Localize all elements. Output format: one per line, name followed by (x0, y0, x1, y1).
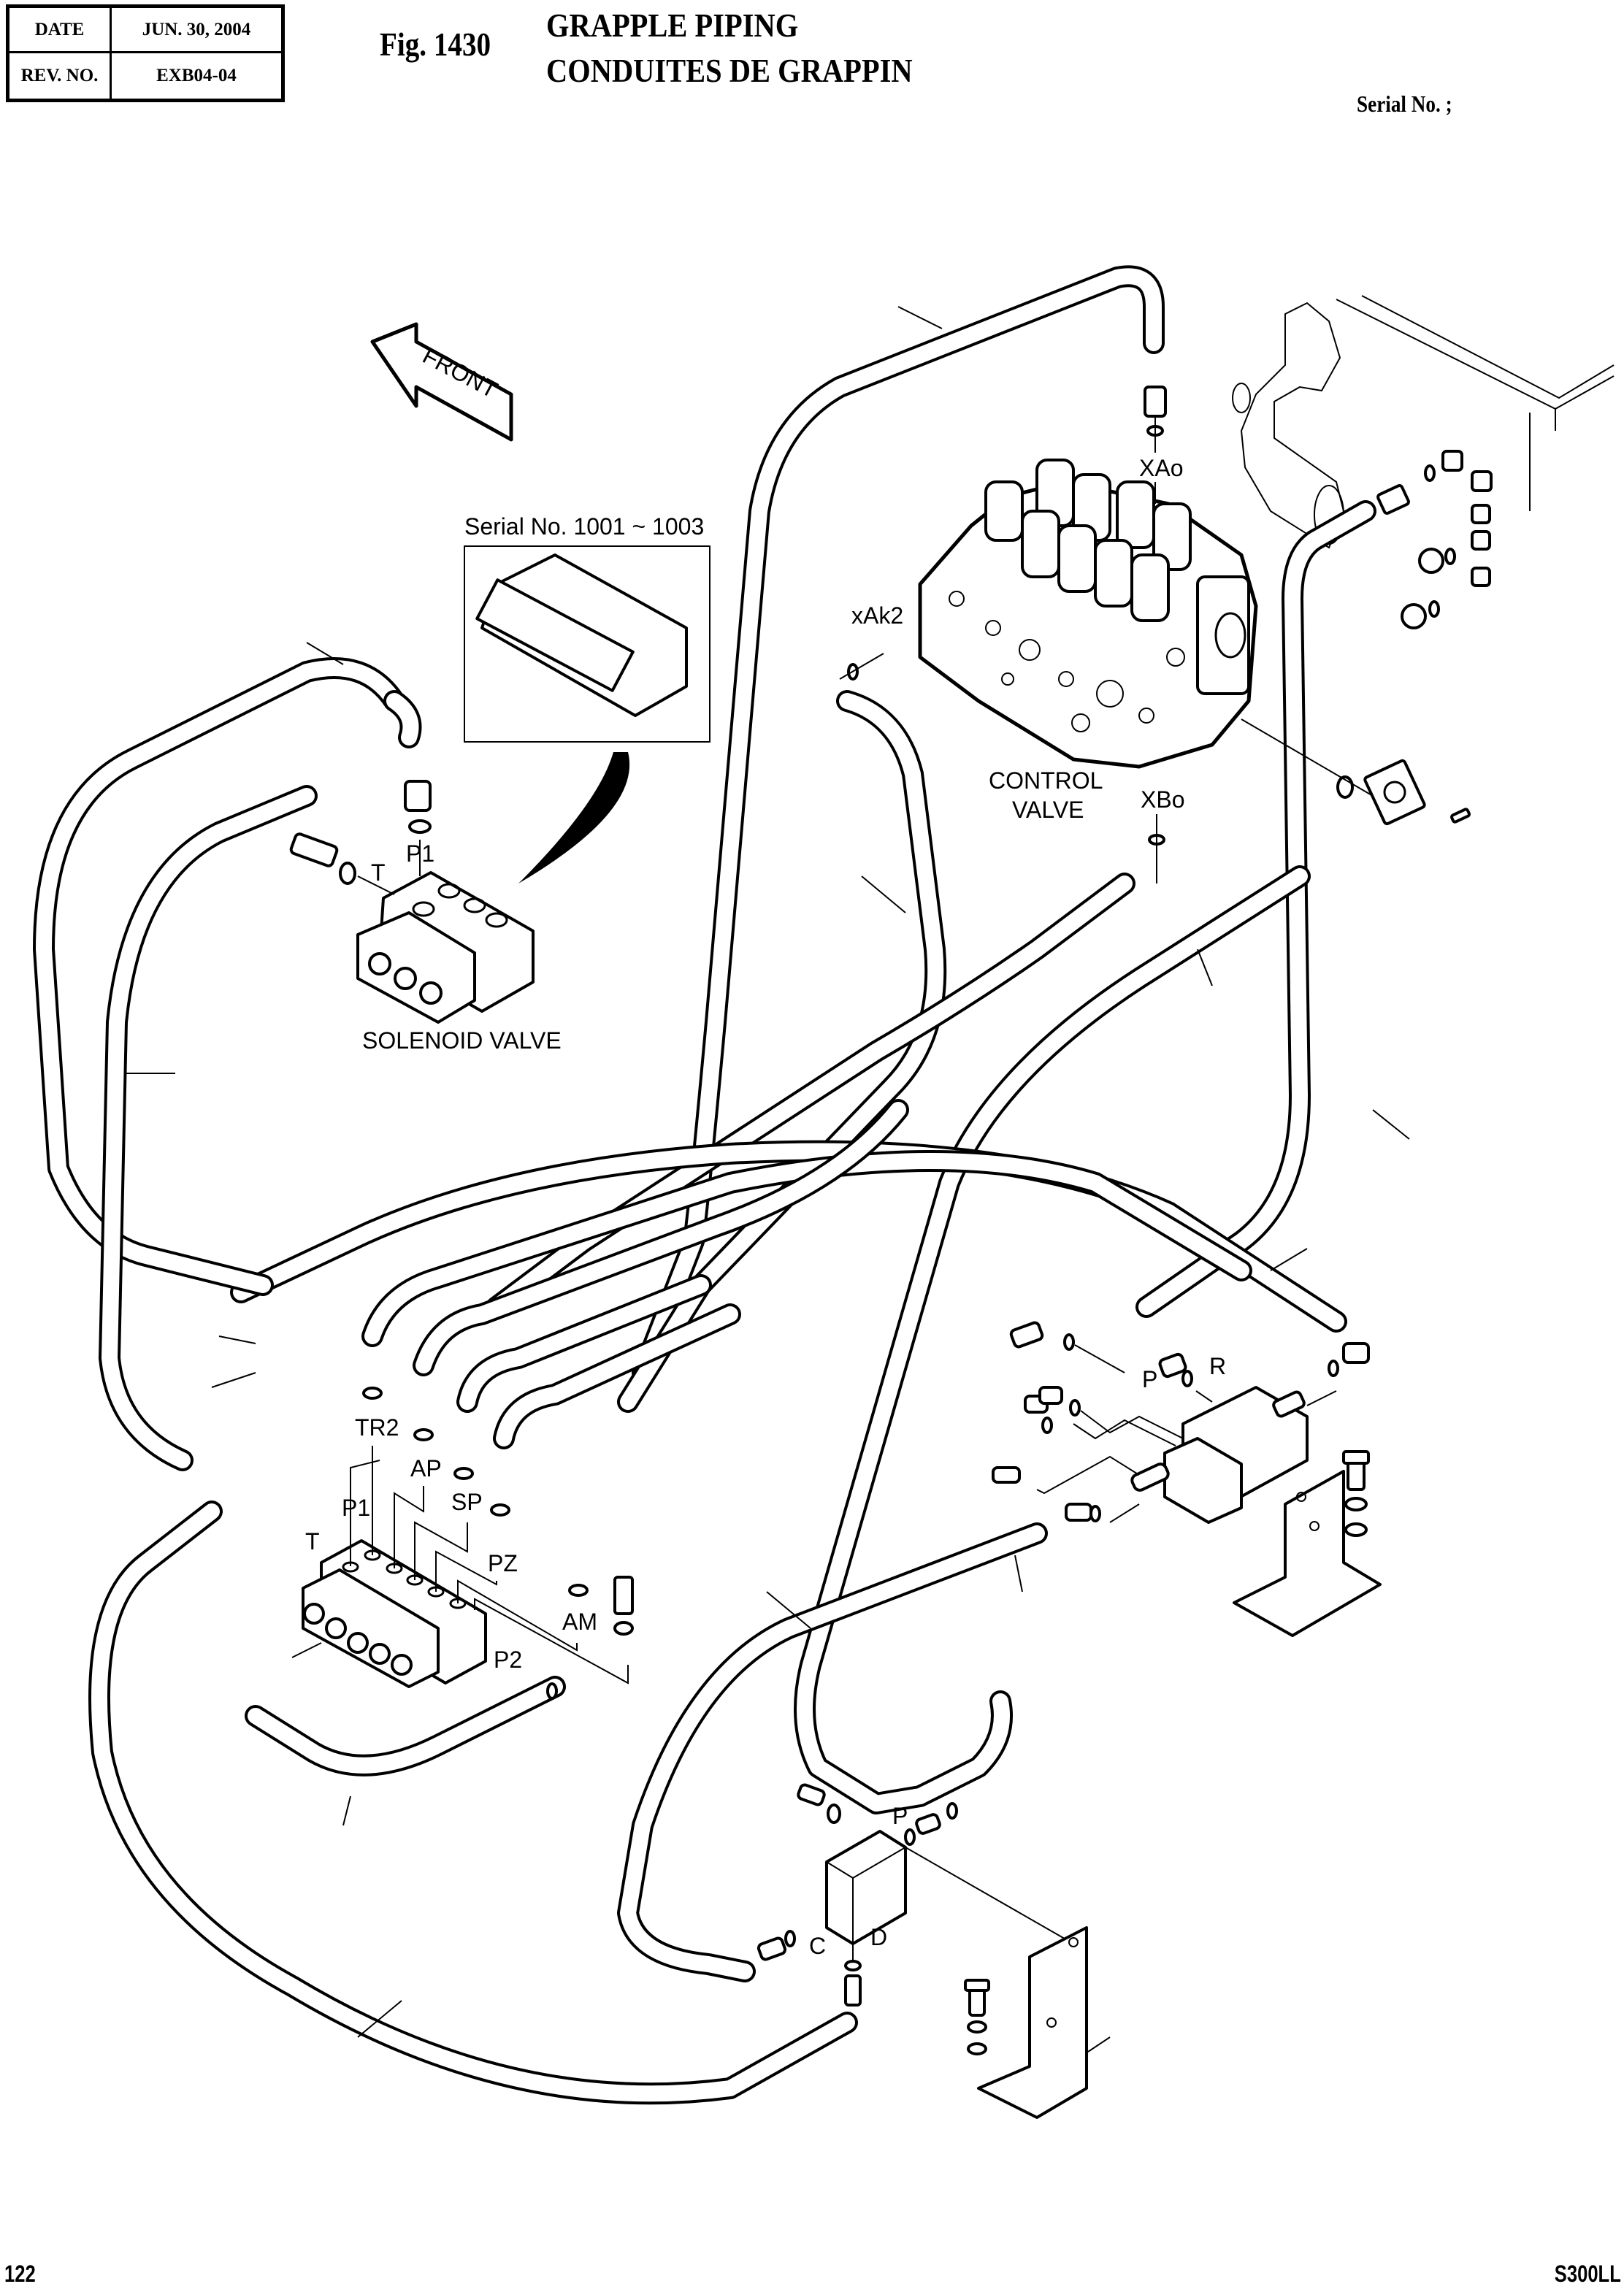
port-label-am: AM (562, 1609, 597, 1635)
port-label-upper-p1: P1 (406, 840, 434, 867)
port-label-cylinder-p: P (1142, 1366, 1157, 1392)
page-title: GRAPPLE PIPING CONDUITES DE GRAPPIN (546, 3, 913, 93)
solenoid-valve-upper: P1 T SOLENOID VALVE (289, 780, 562, 1054)
port-label-lower-d: D (870, 1924, 887, 1950)
port-label-lower-p: P (892, 1803, 908, 1829)
cylinder-valve-assembly: P R (992, 1321, 1382, 1637)
port-label-pz: PZ (488, 1550, 518, 1576)
revision-table: DATE JUN. 30, 2004 REV. NO. EXB04-04 (6, 4, 285, 102)
hose-xao-to-center (632, 265, 1165, 1384)
rev-label: REV. NO. (9, 53, 112, 99)
model-code: S300LL (1554, 2261, 1621, 2287)
solenoid-valve-label: SOLENOID VALVE (362, 1027, 562, 1054)
inset-serial-label: Serial No. 1001 ~ 1003 (464, 513, 704, 540)
front-arrow: FRONT (370, 322, 513, 442)
title-french: CONDUITES DE GRAPPIN (546, 52, 913, 89)
hose-left-lower (88, 1500, 858, 2105)
solenoid-manifold-lower: P1 TR2 AP SP T PZ AM P2 (302, 1387, 634, 1700)
oil-tank-fittings (1376, 450, 1493, 629)
port-label-xak2: xAk2 (851, 602, 903, 629)
leader-lines (124, 306, 1410, 2053)
port-label-upper-t: T (371, 859, 386, 886)
port-label-sp: SP (451, 1489, 483, 1515)
control-valve-label-line2: VALVE (1012, 797, 1084, 823)
inset-serial-variant: Serial No. 1001 ~ 1003 (464, 513, 710, 884)
hose-left-outer (33, 657, 405, 1296)
figure-number: Fig. 1430 (380, 26, 491, 63)
control-valve-label-line1: CONTROL (989, 767, 1103, 794)
port-label-tr2: TR2 (355, 1414, 399, 1441)
title-english: GRAPPLE PIPING (546, 7, 799, 44)
serial-number-label: Serial No. ; (1357, 91, 1452, 117)
lower-valve-assembly: P C D (757, 1783, 1088, 2119)
port-label-xao: XAo (1139, 455, 1183, 481)
date-value: JUN. 30, 2004 (112, 8, 281, 53)
control-valve: CONTROL VALVE (918, 459, 1258, 823)
port-label-cylinder-r: R (1209, 1353, 1226, 1379)
port-label-ap: AP (410, 1455, 442, 1482)
rev-value: EXB04-04 (156, 66, 237, 85)
control-valve-ports: XAo xAk2 XBo (839, 386, 1184, 884)
port-label-lower-c: C (809, 1933, 826, 1959)
flange-fitting (1241, 718, 1471, 826)
port-label-p2: P2 (494, 1647, 522, 1673)
hose-cylinder-r-to-valve (794, 865, 1311, 1814)
port-label-t: T (305, 1528, 320, 1555)
page-number: 122 (4, 2261, 36, 2287)
hoses (33, 265, 1376, 2105)
hose-left-inner (99, 785, 318, 1471)
port-label-xbo: XBo (1141, 786, 1184, 813)
oil-tank (1232, 295, 1615, 549)
port-label-p1: P1 (342, 1495, 370, 1521)
date-label: DATE (9, 8, 112, 53)
